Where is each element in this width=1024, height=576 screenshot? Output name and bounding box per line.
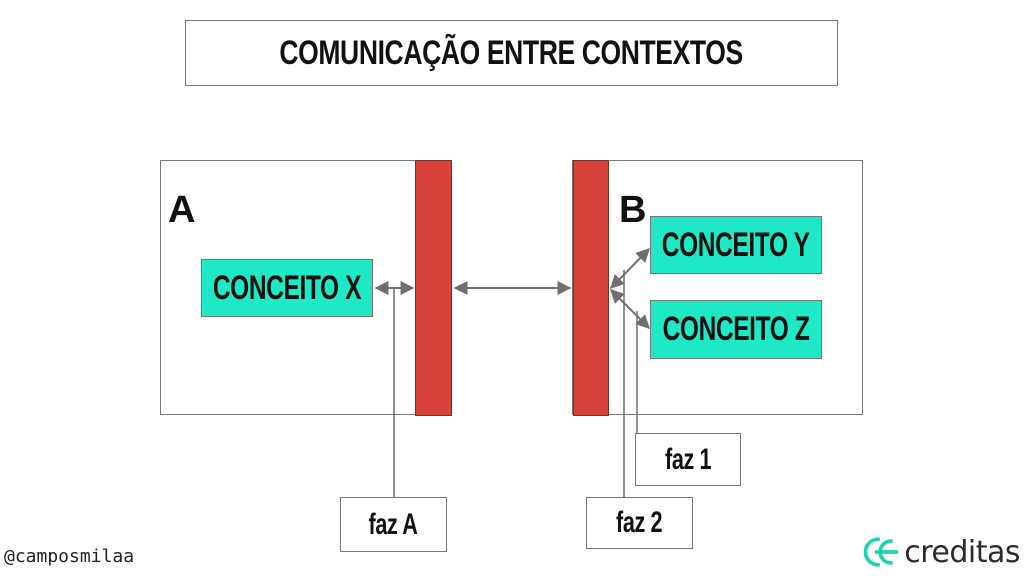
author-handle: @camposmilaa [4,546,135,567]
callout-faz-1-label: faz 1 [664,442,712,476]
context-a-boundary-layer [415,160,452,416]
context-a-label: A [168,189,195,231]
callout-faz-2-label: faz 2 [616,506,663,539]
concept-z-label: CONCEITO Z [662,310,810,348]
brand-logo: creditas [860,532,1020,572]
concept-y-box: CONCEITO Y [650,216,822,274]
callout-faz-2: faz 2 [586,497,693,549]
context-b-boundary-layer [573,160,609,416]
callout-faz-a-label: faz A [368,507,419,541]
diagram-title: COMUNICAÇÃO ENTRE CONTEXTOS [279,33,744,72]
creditas-logo-icon [863,537,899,567]
brand-name: creditas [904,534,1020,570]
concept-y-label: CONCEITO Y [662,225,810,264]
callout-faz-1: faz 1 [635,433,741,486]
context-b-label: B [619,189,646,231]
title-box: COMUNICAÇÃO ENTRE CONTEXTOS [185,20,838,86]
arrow-layer-b-to-z [610,289,650,329]
arrow-layer-b-to-y [610,247,650,290]
callout-faz-a: faz A [340,497,447,552]
concept-x-label: CONCEITO X [212,268,362,307]
concept-z-box: CONCEITO Z [650,300,822,359]
concept-x-box: CONCEITO X [201,259,373,317]
